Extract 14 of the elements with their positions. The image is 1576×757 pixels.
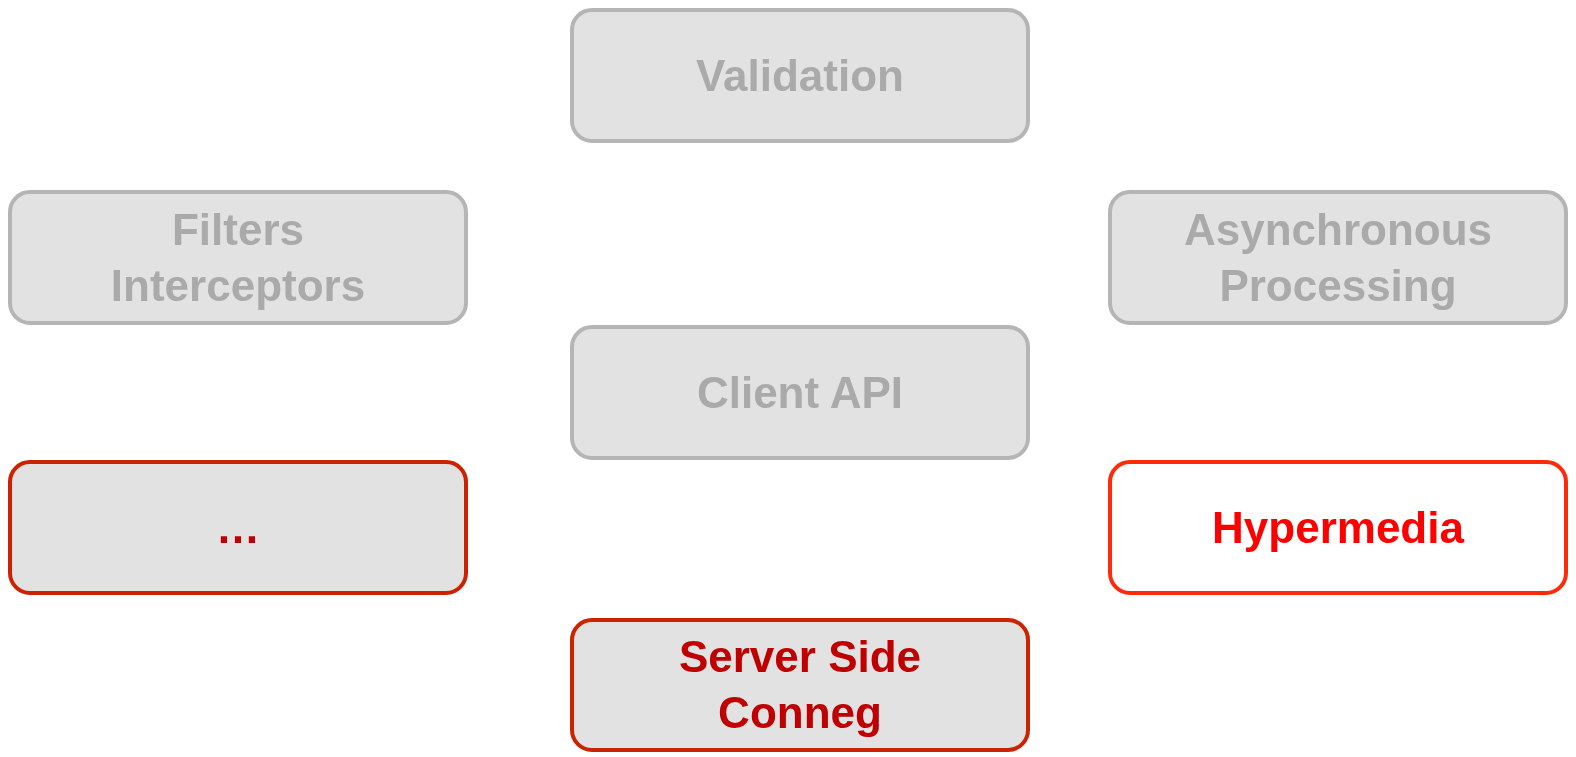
box-label: Filters Interceptors — [109, 203, 367, 312]
process-box — [570, 325, 1030, 460]
process-box — [8, 460, 468, 595]
process-box — [8, 190, 468, 325]
box-label: Validation — [695, 49, 905, 102]
process-box — [570, 8, 1030, 143]
box-label: Server Side Conneg — [677, 631, 923, 739]
box-label: Asynchronous Processing — [1182, 203, 1493, 312]
process-box — [1108, 190, 1568, 325]
box-label: Client API — [695, 366, 905, 419]
box-label: Hypermedia — [1211, 501, 1466, 554]
process-box — [1108, 460, 1568, 595]
box-label: … — [215, 501, 261, 554]
process-box — [570, 618, 1030, 752]
